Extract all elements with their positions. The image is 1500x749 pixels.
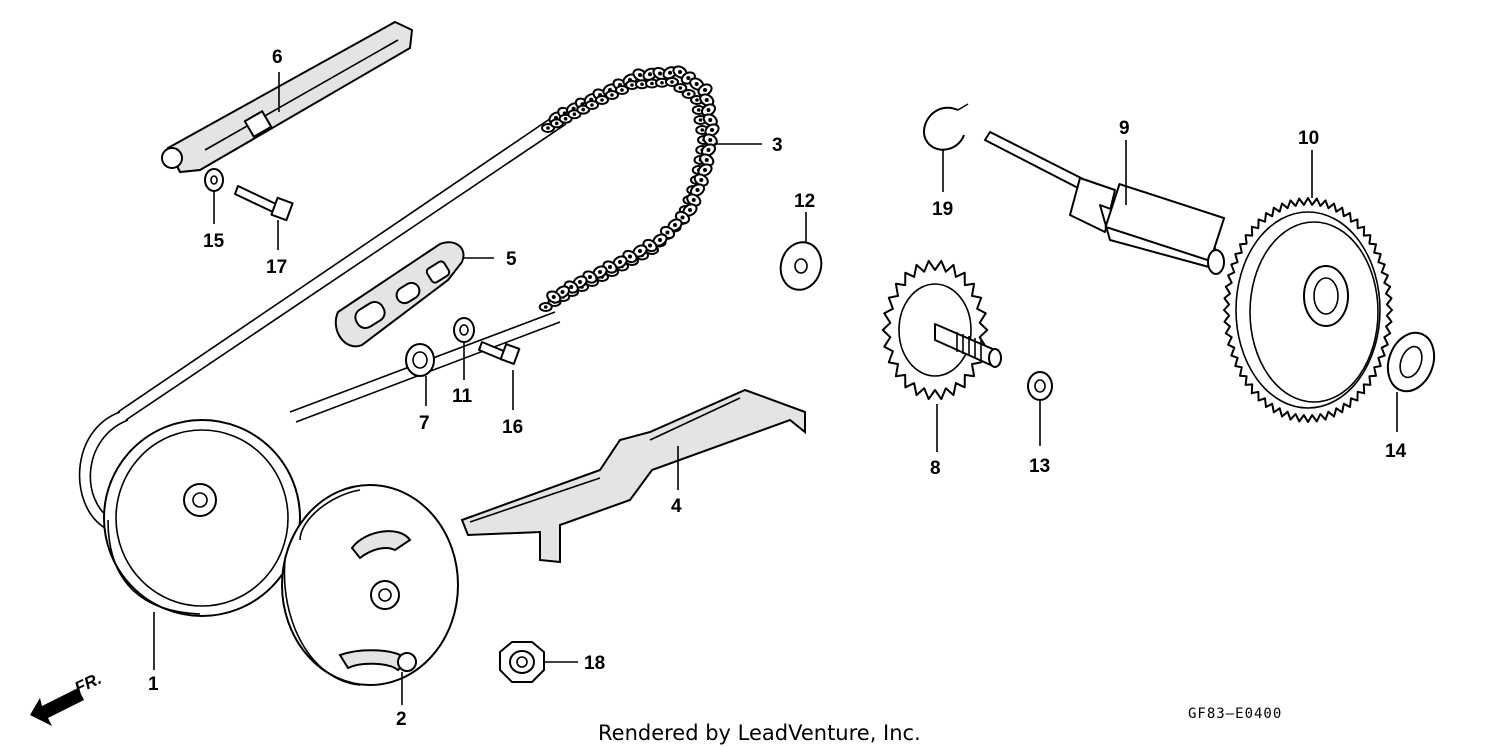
callout-18: 18 [584, 653, 605, 674]
washer-13 [1027, 371, 1053, 401]
washer-14 [1386, 331, 1436, 393]
callout-12: 12 [794, 191, 815, 212]
chain-tensioner [334, 241, 465, 348]
callout-17: 17 [266, 257, 287, 278]
drive-sprocket [881, 259, 1002, 401]
callout-11: 11 [452, 386, 473, 407]
callout-3: 3 [772, 135, 783, 156]
callout-2: 2 [396, 709, 407, 730]
callout-labels: 1 2 3 4 5 6 7 8 9 10 11 12 13 14 15 16 1… [148, 47, 1407, 730]
diagram-code: GF83–E0400 [1188, 706, 1282, 722]
callout-16: 16 [502, 417, 523, 438]
leader-lines [153, 72, 1398, 705]
final-shaft [984, 131, 1226, 275]
chain-slider [161, 20, 414, 174]
callout-7: 7 [419, 413, 430, 434]
callout-5: 5 [506, 249, 517, 270]
callout-9: 9 [1119, 118, 1130, 139]
callout-14: 14 [1385, 441, 1407, 462]
washer-15 [204, 168, 224, 192]
callout-4: 4 [671, 496, 682, 517]
credit-text: Rendered by LeadVenture, Inc. [598, 721, 921, 745]
clutch-shoe [281, 484, 459, 686]
callout-10: 10 [1298, 128, 1319, 149]
washer-12 [779, 241, 823, 291]
front-direction-arrow: FR. [30, 669, 105, 726]
clutch-outer [103, 419, 301, 617]
callout-8: 8 [930, 458, 941, 479]
drive-chain [538, 65, 720, 312]
final-gear [1223, 197, 1393, 423]
callout-13: 13 [1029, 456, 1050, 477]
bolt-16 [478, 341, 521, 365]
callout-6: 6 [272, 47, 283, 68]
callout-1: 1 [148, 674, 159, 695]
circlip-19 [923, 103, 969, 151]
flange-nut-18 [499, 641, 545, 683]
drive-belt [78, 111, 567, 529]
bolt-17 [234, 185, 294, 222]
tensioner-roller-7 [405, 343, 435, 377]
callout-19: 19 [932, 199, 953, 220]
clutch-bracket [460, 388, 806, 564]
washer-11 [453, 317, 475, 343]
callout-15: 15 [203, 231, 225, 252]
